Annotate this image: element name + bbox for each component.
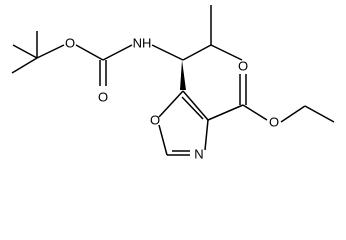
wedge-bond-chiral-c-c5: [180, 60, 186, 90]
bond-ch2-ch3: [304, 105, 335, 123]
chemical-structure-diagram: O NH O O N O O: [11, 5, 335, 162]
tert-butyl-group: [11, 31, 65, 74]
ethyl-ester: [207, 74, 335, 123]
bond-c-carbonyl-nh: [102, 44, 133, 61]
oxazole-oxygen-label: O: [150, 113, 160, 128]
oxazole-nitrogen-label: N: [194, 147, 203, 162]
boc-carbonyl-oxygen-label: O: [98, 90, 108, 105]
bond-cq-methyl-bottom: [11, 57, 38, 74]
bond-cq-o-ether: [36, 44, 65, 59]
bond-o-ether-c-carbonyl: [75, 44, 104, 61]
bond-nh-chiral-c: [151, 44, 184, 61]
bond-cq-methyl-left: [12, 44, 38, 59]
bond-o1-c2: [158, 124, 168, 156]
boc-carbamate: [75, 44, 133, 86]
isopropyl-group: [151, 5, 243, 61]
bond-c4-c5-inner: [181, 96, 204, 120]
boc-ether-oxygen-label: O: [65, 36, 75, 51]
bond-o-ether-ch2: [280, 105, 306, 123]
bond-c4-c5: [182, 90, 209, 121]
bond-c4-c-ester: [207, 104, 244, 121]
bond-n3-c4: [204, 119, 209, 151]
nh-label: NH: [133, 36, 152, 51]
ester-ether-oxygen-label: O: [269, 115, 279, 130]
bond-ch-methyl-right: [210, 44, 243, 61]
bond-c-ester-o-ether: [242, 104, 268, 121]
ester-carbonyl-oxygen-label: O: [238, 59, 248, 74]
bond-chiral-c-ch: [182, 44, 212, 61]
oxazole-ring: [158, 90, 209, 156]
bond-c5-o1: [158, 90, 184, 118]
